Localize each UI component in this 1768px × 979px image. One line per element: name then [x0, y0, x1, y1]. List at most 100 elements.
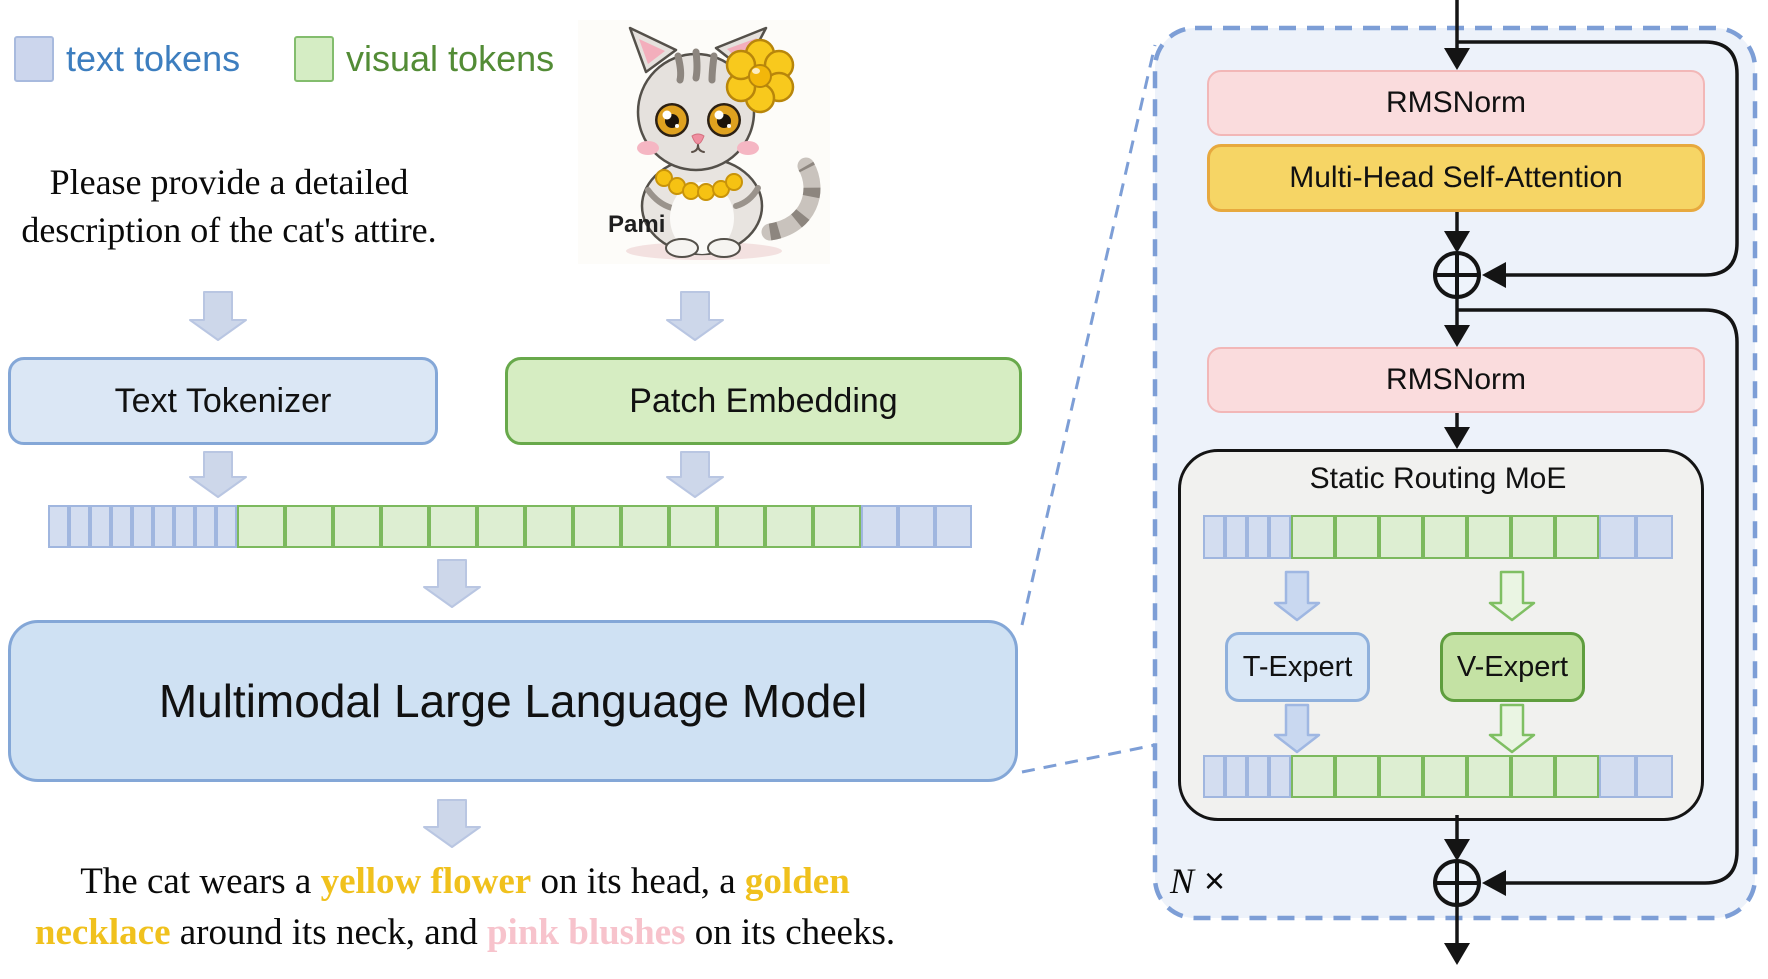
text-token-cell: [1269, 755, 1291, 798]
prompt-line-1: Please provide a detailed: [49, 162, 409, 202]
cat-blush: [737, 141, 759, 155]
text-token-cell: [69, 505, 90, 548]
text-token-cell: [48, 505, 69, 548]
down-arrow-image: [666, 291, 724, 341]
callout-line-top: [1020, 44, 1157, 626]
repeat-n-times-label: N ×: [1170, 860, 1226, 901]
visual-token-cell: [333, 505, 381, 548]
t-expert-box: T-Expert: [1225, 632, 1370, 702]
down-arrow-prompt: [189, 291, 247, 341]
output-segment: around its neck, and: [170, 912, 487, 953]
cat-yellow-flower: [725, 38, 795, 114]
arrowhead-exit: [1444, 943, 1470, 965]
output-segment: necklace: [34, 912, 171, 953]
rmsnorm-1-label: RMSNorm: [1386, 86, 1526, 119]
output-segment: golden: [744, 861, 850, 902]
text-token-cell: [1636, 755, 1673, 798]
visual-token-cell: [1379, 755, 1423, 798]
multi-head-self-attention-box: Multi-Head Self-Attention: [1207, 144, 1705, 212]
visual-token-cell: [477, 505, 525, 548]
cat-tail: [761, 157, 821, 241]
moe-input-token-bar: [1203, 515, 1673, 559]
text-token-cell: [132, 505, 153, 548]
down-arrow-mllm-out: [423, 799, 481, 848]
legend-text-tokens: text tokens: [66, 38, 241, 79]
visual-token-cell: [1511, 515, 1555, 559]
text-token-cell: [195, 505, 216, 548]
cat-ear-left-inner: [639, 39, 665, 64]
legend-visual-tokens: visual tokens: [346, 38, 555, 79]
output-segment: pink blushes: [486, 912, 686, 953]
cat-eyes: [655, 103, 741, 137]
text-token-cell: [1203, 755, 1225, 798]
mllm-box: Multimodal Large Language Model: [8, 620, 1018, 782]
output-segment: The cat wears a: [80, 861, 321, 902]
visual-token-cell: [813, 505, 861, 548]
prompt-line-2: description of the cat's attire.: [21, 210, 437, 250]
cat-golden-necklace: [655, 169, 743, 201]
down-arrow-tokenizer-out: [189, 451, 247, 498]
visual-token-cell: [285, 505, 333, 548]
text-token-cell: [1599, 755, 1636, 798]
cat-image: Pami: [578, 20, 830, 264]
output-line-1: The cat wears a yellow flower on its hea…: [0, 856, 930, 907]
text-tokenizer-label: Text Tokenizer: [114, 381, 332, 420]
visual-token-cell: [1379, 515, 1423, 559]
visual-token-cell: [1511, 755, 1555, 798]
visual-token-cell: [621, 505, 669, 548]
visual-token-cell: [1291, 755, 1335, 798]
text-tokenizer-box: Text Tokenizer: [8, 357, 438, 445]
text-token-cell: [1247, 755, 1269, 798]
visual-token-cell: [765, 505, 813, 548]
rmsnorm-box-1: RMSNorm: [1207, 70, 1705, 136]
visual-token-cell: [237, 505, 285, 548]
visual-token-cell: [525, 505, 573, 548]
visual-token-cell: [717, 505, 765, 548]
text-token-cell: [935, 505, 972, 548]
visual-token-cell: [1555, 515, 1599, 559]
text-token-cell: [111, 505, 132, 548]
text-token-cell: [1225, 515, 1247, 559]
callout-line-bottom: [1021, 743, 1156, 774]
mllm-label: Multimodal Large Language Model: [158, 675, 868, 727]
visual-token-cell: [381, 505, 429, 548]
rmsnorm-2-label: RMSNorm: [1386, 363, 1526, 396]
output-text: The cat wears a yellow flower on its hea…: [0, 856, 930, 958]
visual-token-cell: [429, 505, 477, 548]
cat-name-label: Pami: [608, 211, 665, 238]
text-token-cell: [861, 505, 898, 548]
cat-paw: [665, 238, 699, 258]
text-token-cell: [153, 505, 174, 548]
rmsnorm-box-2: RMSNorm: [1207, 347, 1705, 413]
visual-token-cell: [1291, 515, 1335, 559]
token-sequence-bar: [48, 505, 972, 548]
visual-token-cell: [1467, 755, 1511, 798]
cat-chest: [670, 182, 734, 254]
output-line-2: necklace around its neck, and pink blush…: [0, 907, 930, 958]
mhsa-label: Multi-Head Self-Attention: [1289, 161, 1623, 194]
text-token-cell: [174, 505, 195, 548]
text-token-cell: [90, 505, 111, 548]
patch-embedding-box: Patch Embedding: [505, 357, 1022, 445]
down-arrow-patchembed-out: [666, 451, 724, 498]
moe-output-token-bar: [1203, 755, 1673, 798]
visual-token-cell: [573, 505, 621, 548]
output-segment: yellow flower: [320, 861, 532, 902]
text-token-cell: [1269, 515, 1291, 559]
text-token-cell: [898, 505, 935, 548]
visual-token-cell: [1423, 755, 1467, 798]
text-token-swatch: [14, 36, 54, 82]
moe-title: Static Routing MoE: [1309, 462, 1567, 495]
visual-token-swatch: [294, 36, 334, 82]
v-expert-box: V-Expert: [1440, 632, 1585, 702]
cat-nose: [691, 133, 705, 145]
t-expert-label: T-Expert: [1242, 650, 1353, 683]
cat-mouth: [691, 144, 705, 153]
visual-token-cell: [1555, 755, 1599, 798]
patch-embedding-label: Patch Embedding: [629, 381, 898, 420]
text-token-cell: [1636, 515, 1673, 559]
cat-blush: [637, 141, 659, 155]
text-token-cell: [1203, 515, 1225, 559]
visual-token-cell: [1423, 515, 1467, 559]
